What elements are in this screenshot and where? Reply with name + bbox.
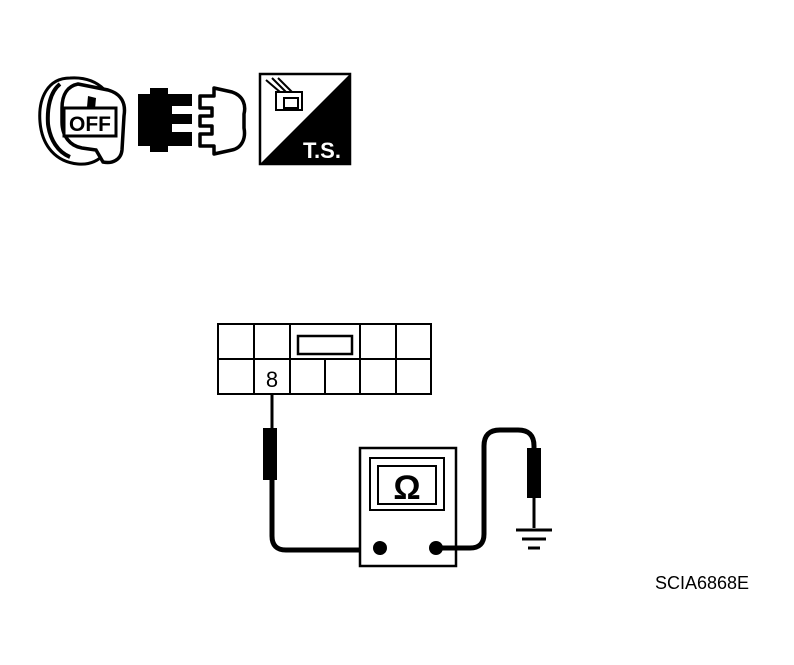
ignition-key-off-icon: OFF bbox=[38, 76, 127, 166]
right-probe-lead bbox=[436, 427, 541, 551]
ignition-off-label: OFF bbox=[69, 113, 111, 136]
ground-symbol bbox=[516, 528, 552, 550]
ts-label: T.S. bbox=[303, 138, 341, 163]
harness-connector bbox=[217, 323, 432, 395]
ts-test-symbol-icon: T.S. bbox=[258, 72, 352, 166]
terminal-8-label: 8 bbox=[266, 367, 278, 392]
left-probe-lead bbox=[263, 395, 380, 553]
disconnect-connector-icon bbox=[138, 86, 247, 156]
figure-id: SCIA6868E bbox=[655, 573, 749, 593]
ohm-symbol: Ω bbox=[393, 469, 420, 507]
meter-terminal-left bbox=[373, 541, 387, 555]
